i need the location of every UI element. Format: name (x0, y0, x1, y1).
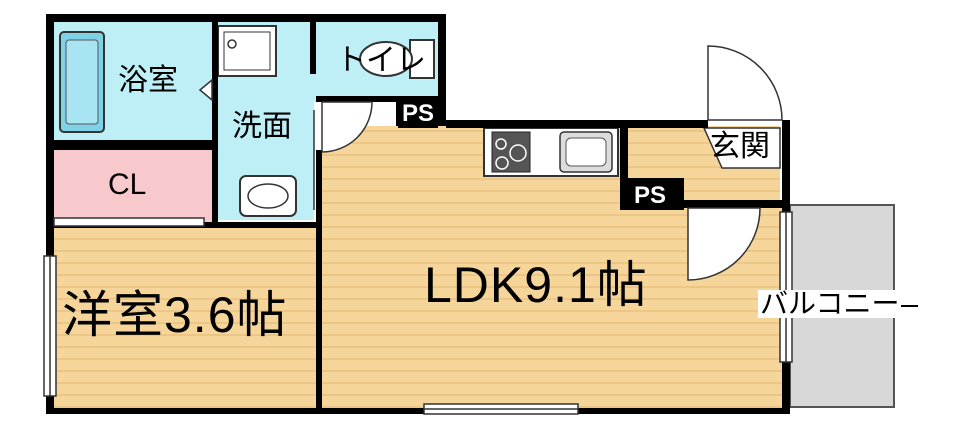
room-label-washroom: 洗面 (232, 110, 292, 143)
pipe-space-label: PS (398, 100, 439, 128)
room-label-balcony: バルコニー (758, 288, 902, 319)
toilet-fixture (409, 39, 435, 79)
windows (43, 211, 793, 415)
western-room-floor (54, 228, 316, 408)
doors (198, 45, 783, 281)
room-label-entrance: 玄関 (710, 130, 770, 163)
ldk-floor (322, 126, 782, 408)
pipe-space-label: PS (630, 182, 671, 210)
room-label-ldk: LDK9.1帖 (424, 257, 648, 313)
room-label-closet: CL (108, 168, 147, 201)
shoe-cabinet (702, 127, 781, 169)
stove (491, 131, 531, 173)
room-label-bath: 浴室 (118, 64, 178, 97)
closet-floor (54, 150, 212, 222)
room-label-western-room: 洋室3.6帖 (62, 287, 288, 343)
room-label-toilet: トイレ (336, 44, 426, 77)
